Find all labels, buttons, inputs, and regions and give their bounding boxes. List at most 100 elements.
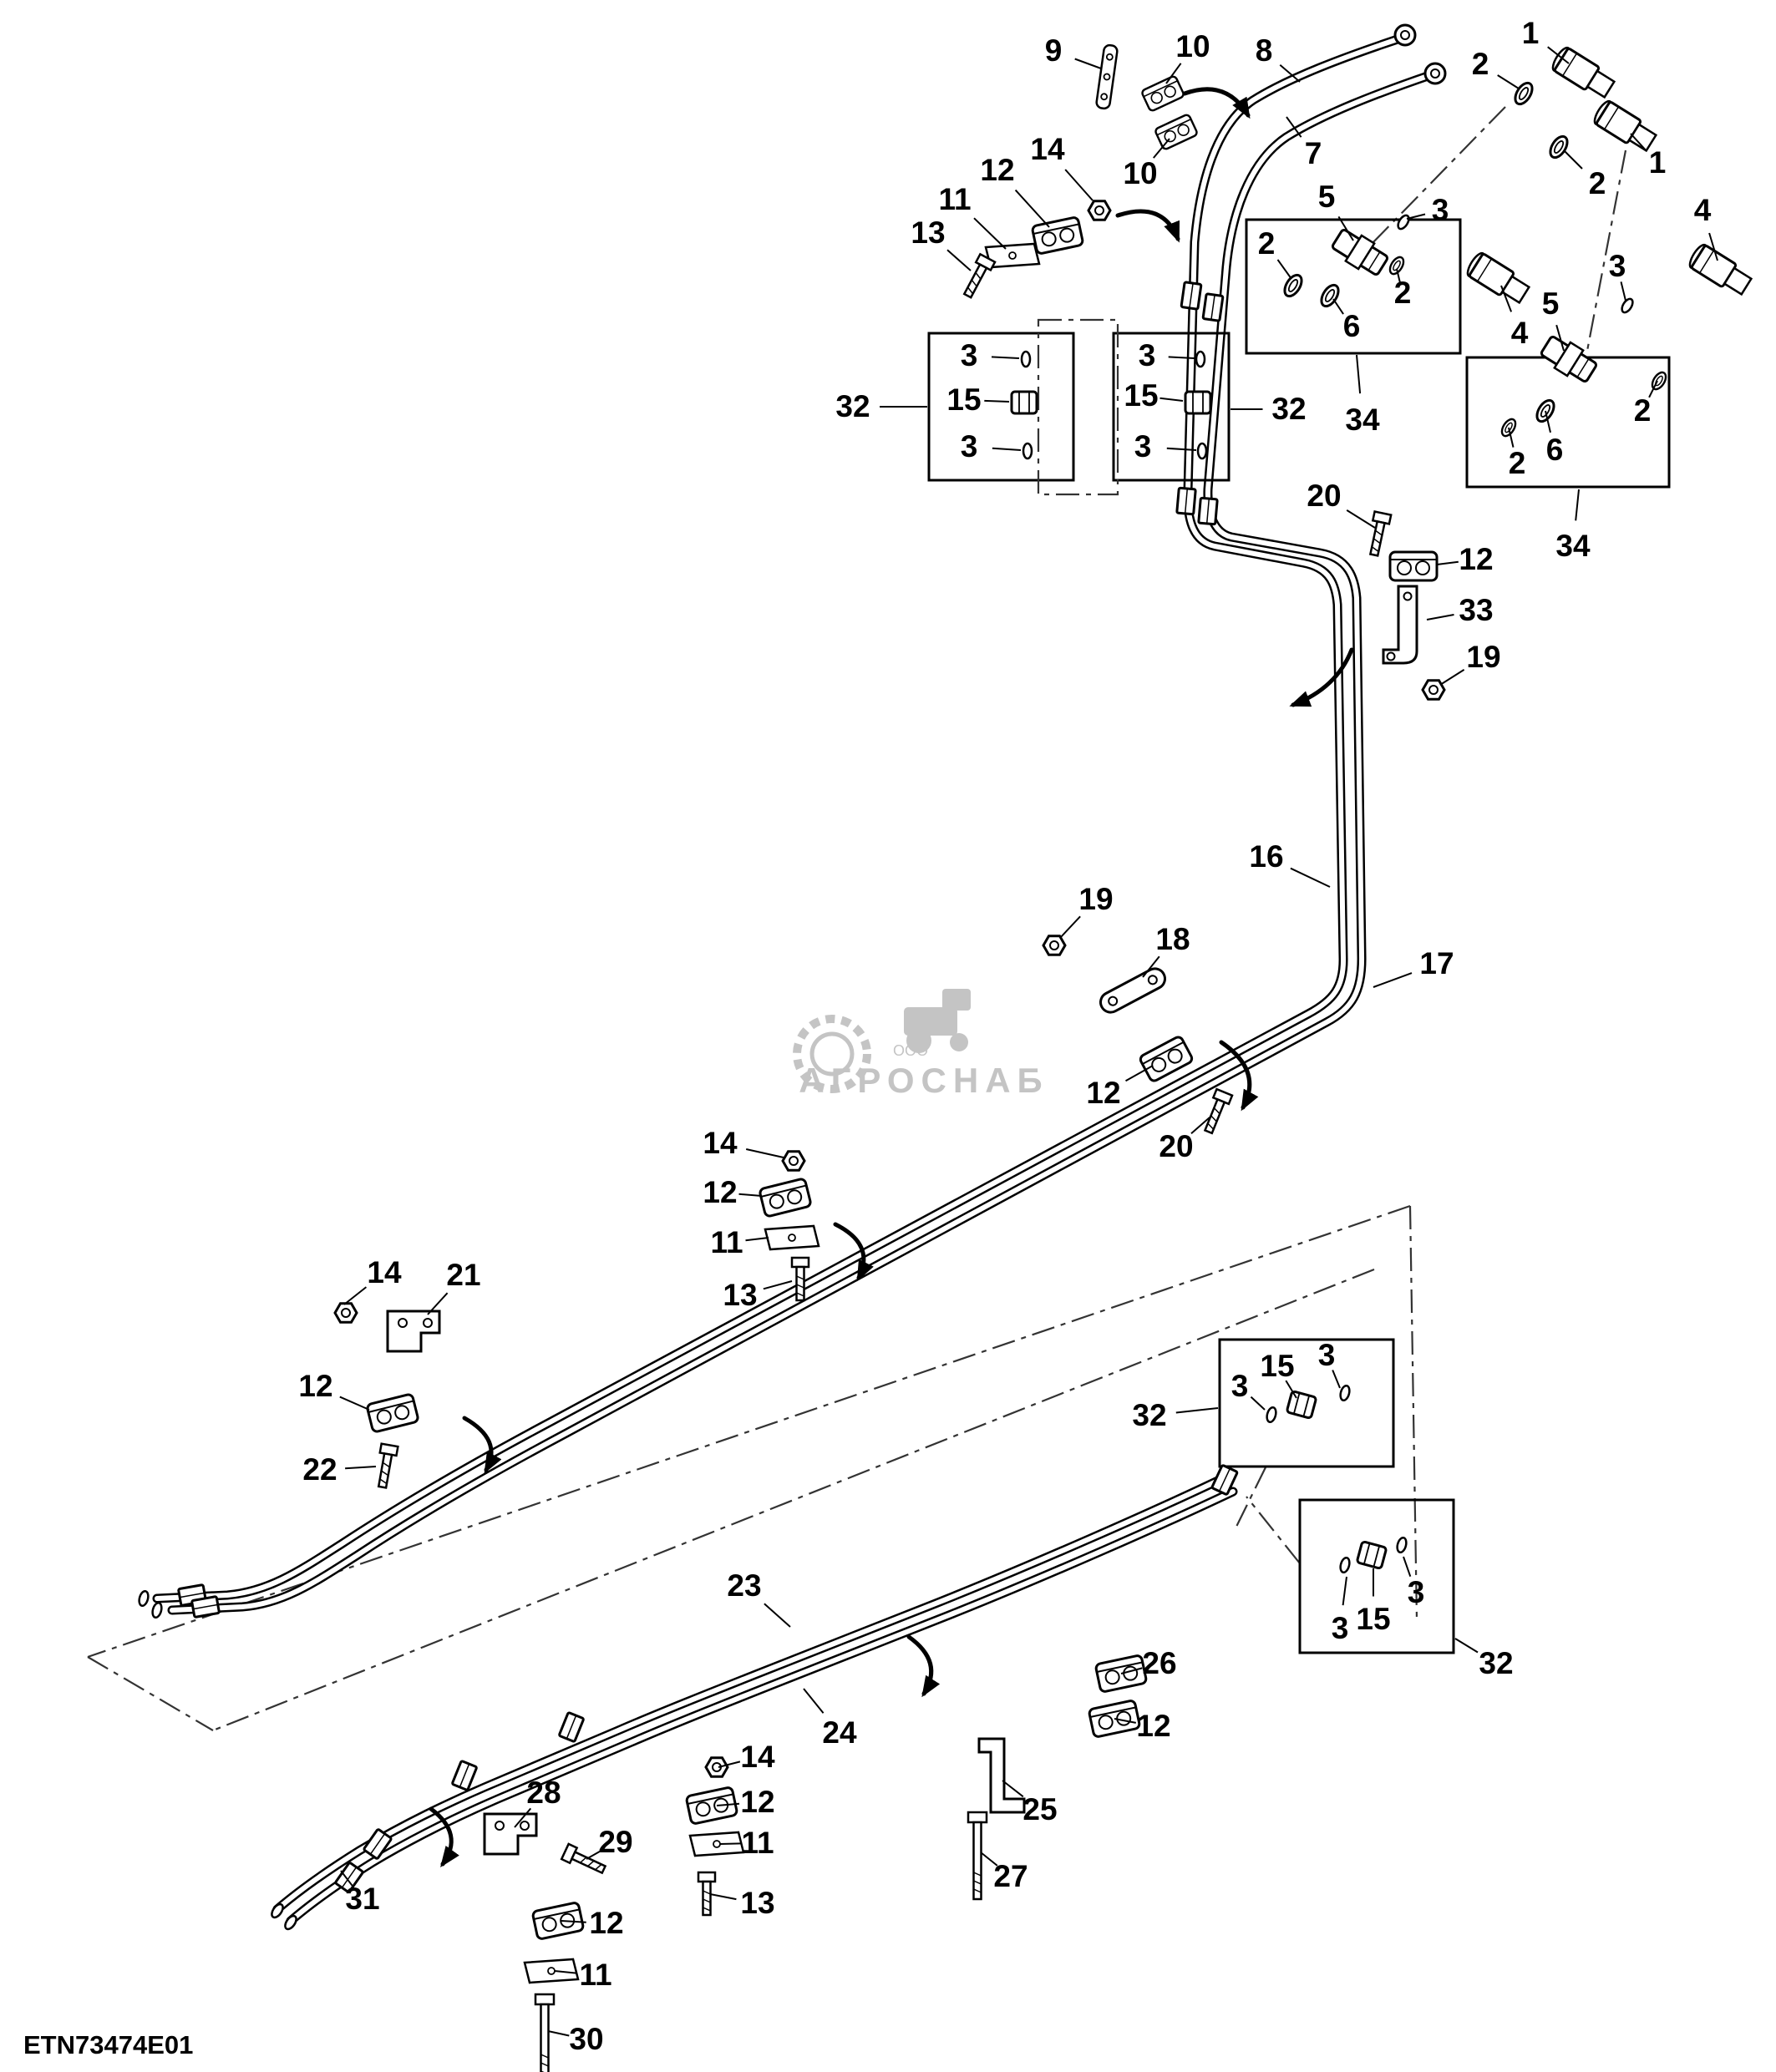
callout-29: 29	[598, 1825, 633, 1859]
part-tube-nut	[1197, 496, 1219, 526]
leader-line	[1337, 215, 1354, 241]
leader-line	[1346, 509, 1376, 529]
leader-line	[745, 1148, 784, 1158]
callout-2: 2	[1257, 226, 1276, 261]
callout-1: 1	[1521, 16, 1540, 50]
tractor-icon	[904, 989, 971, 1053]
leader-line	[1290, 867, 1331, 888]
leader-line	[1120, 1667, 1143, 1674]
phantom-frame-lines	[87, 106, 1627, 1732]
part-tube-nut	[190, 1595, 221, 1619]
part-bracket-25	[977, 1737, 1026, 1814]
part-fitting-4	[1685, 241, 1755, 300]
leader-line	[1708, 232, 1718, 261]
part-clamp-12	[1030, 215, 1085, 256]
arrow-icon	[462, 1416, 502, 1474]
watermark-org: ООО	[893, 1042, 928, 1059]
callout-32: 32	[835, 389, 870, 423]
leader-line	[1500, 285, 1513, 312]
phantom-box	[1037, 318, 1119, 496]
part-ring-3	[1618, 296, 1636, 316]
callout-12: 12	[703, 1175, 738, 1209]
leader-line	[1406, 213, 1426, 220]
callout-14: 14	[740, 1740, 775, 1774]
callout-11: 11	[741, 1826, 774, 1860]
detail-box-32c	[1218, 1338, 1395, 1468]
callout-14: 14	[703, 1126, 738, 1160]
leader-line	[1279, 63, 1301, 83]
leader-line	[340, 1870, 354, 1887]
callout-21: 21	[446, 1258, 481, 1292]
callout-3: 3	[1231, 1369, 1249, 1403]
part-nut-19	[1042, 935, 1067, 956]
callout-32: 32	[1271, 392, 1307, 426]
part-ring-3	[1394, 212, 1413, 232]
tube-16-core	[157, 38, 1400, 1598]
leader-line	[1332, 1370, 1341, 1389]
leader-line	[1153, 138, 1170, 159]
callout-2: 2	[1588, 166, 1606, 200]
part-nut-14	[333, 1302, 358, 1324]
part-screw-30	[534, 1993, 556, 2072]
leader-line	[1175, 1407, 1219, 1414]
callout-32: 32	[1132, 1398, 1167, 1432]
callout-1: 1	[1648, 145, 1667, 180]
leader-line	[547, 2030, 570, 2037]
part-oring-2	[1545, 132, 1572, 162]
leader-line	[1630, 133, 1647, 150]
callout-31: 31	[345, 1882, 380, 1916]
part-ring-3	[1264, 1405, 1279, 1425]
leader-line	[745, 1237, 769, 1242]
callout-2: 2	[1471, 47, 1489, 81]
callout-26: 26	[1142, 1646, 1177, 1680]
callout-3: 3	[1317, 1338, 1336, 1372]
part-ring-3	[1195, 350, 1206, 368]
callout-24: 24	[822, 1715, 857, 1750]
part-ring-3	[1337, 1383, 1352, 1403]
leader-line	[1547, 46, 1570, 64]
leader-line	[339, 1396, 370, 1411]
callout-5: 5	[1541, 286, 1560, 321]
part-plate-11	[764, 1224, 820, 1251]
callout-6: 6	[1545, 433, 1564, 467]
part-tube-nut	[450, 1759, 479, 1792]
callout-10: 10	[1175, 29, 1210, 63]
part-bracket-9	[1094, 43, 1119, 110]
leader-line	[1285, 1380, 1297, 1399]
part-oring-2	[1280, 271, 1307, 301]
part-clamp-12	[1388, 550, 1439, 582]
part-screw-13	[959, 253, 997, 301]
callout-12: 12	[740, 1785, 775, 1819]
leader-line	[1545, 410, 1551, 433]
detail-box-32b	[1112, 332, 1231, 482]
callout-2: 2	[1508, 446, 1526, 480]
callout-27: 27	[993, 1859, 1028, 1893]
callout-15: 15	[1124, 378, 1159, 413]
callout-13: 13	[723, 1278, 758, 1312]
part-tube-nut	[1180, 281, 1203, 311]
callout-3: 3	[960, 338, 978, 372]
callout-13: 13	[740, 1886, 775, 1920]
arrow-icon	[429, 1806, 459, 1868]
callout-19: 19	[1078, 882, 1114, 916]
leader-line	[763, 1280, 793, 1290]
hydraulic-tubes	[157, 38, 1430, 1921]
leader-line	[1342, 1576, 1347, 1606]
callout-17: 17	[1419, 946, 1454, 980]
part-clamp-12	[758, 1177, 813, 1218]
callout-18: 18	[1155, 922, 1190, 956]
part-tube-nut	[1175, 486, 1197, 516]
leader-line	[1332, 298, 1344, 315]
leader-line	[1508, 427, 1515, 448]
leader-line	[1159, 397, 1184, 402]
callout-3: 3	[1431, 193, 1449, 227]
callout-20: 20	[1159, 1129, 1194, 1163]
part-connector-5	[1536, 331, 1601, 388]
part-nut-14	[1087, 200, 1112, 221]
callout-3: 3	[1134, 429, 1152, 464]
callout-6: 6	[1342, 309, 1361, 343]
arrow-icon	[1182, 87, 1251, 119]
part-bracket-28	[483, 1812, 538, 1856]
callout-3: 3	[1331, 1611, 1349, 1645]
